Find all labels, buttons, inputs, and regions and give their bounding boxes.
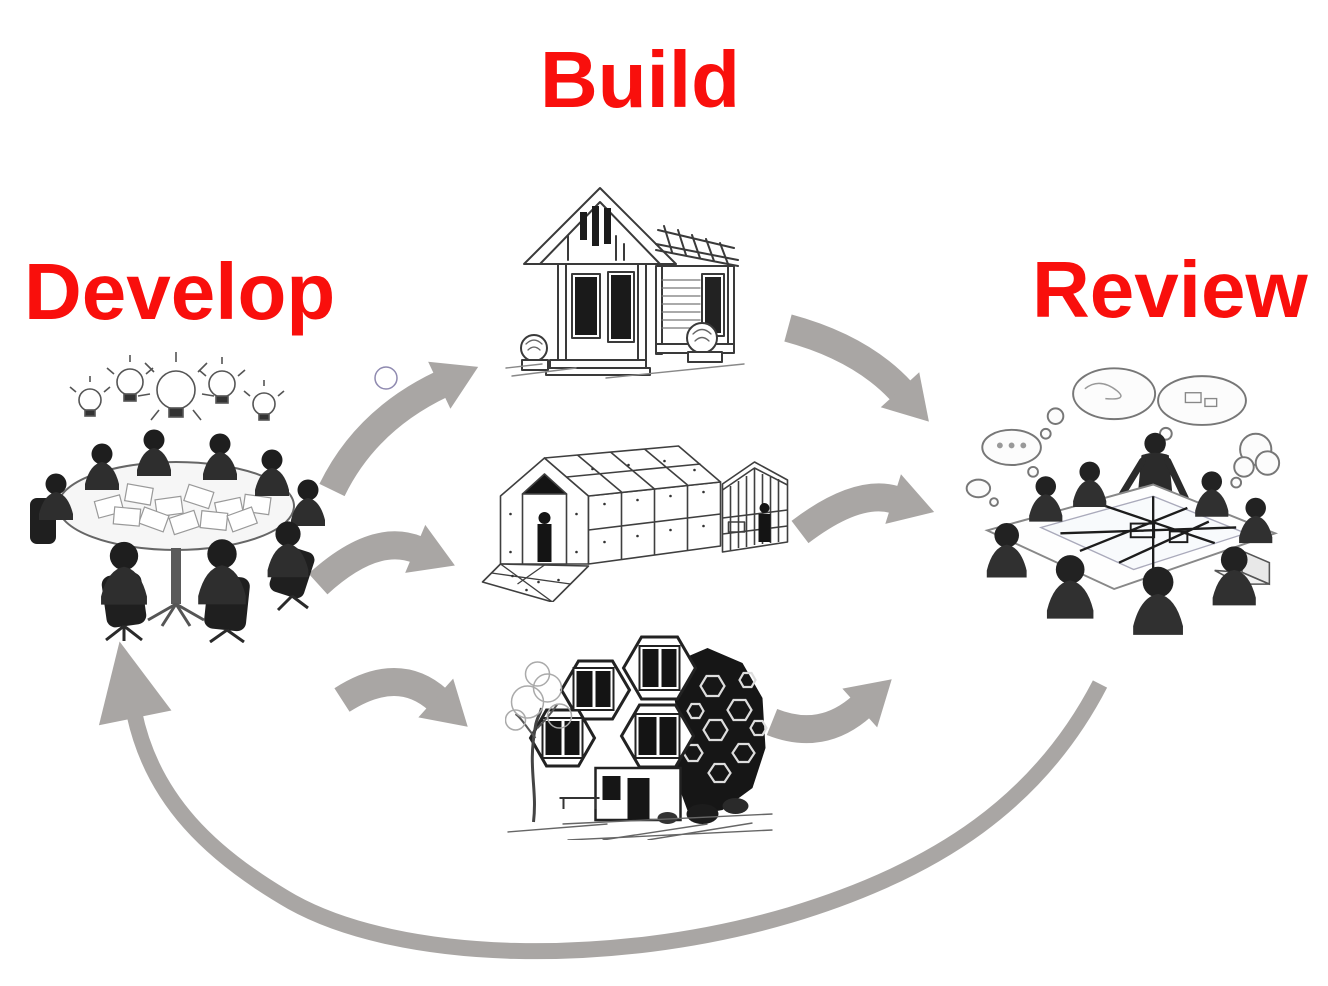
build-modular-shed-illustration bbox=[481, 445, 789, 602]
lightbulbs-icon bbox=[69, 352, 285, 421]
hex-windows bbox=[541, 645, 681, 759]
arrow-modular-shed-to-review bbox=[791, 474, 935, 544]
arrow-review-to-develop bbox=[98, 641, 1108, 960]
arrow-develop-to-modular-shed bbox=[308, 524, 455, 595]
honeycomb-cells bbox=[682, 671, 768, 784]
review-illustration bbox=[965, 367, 1281, 635]
stage-label-build: Build bbox=[540, 35, 740, 124]
stage-label-review: Review bbox=[1032, 245, 1308, 334]
thought-bubbles bbox=[965, 367, 1281, 507]
develop-illustration bbox=[30, 352, 325, 643]
arrow-cabin-to-review bbox=[784, 314, 929, 422]
arrow-develop-to-hexagon-house bbox=[334, 668, 468, 727]
papers-on-table bbox=[93, 483, 272, 536]
tree bbox=[505, 661, 573, 823]
panel-bolts bbox=[509, 459, 705, 592]
stage-label-develop: Develop bbox=[24, 247, 336, 336]
arrow-develop-to-cabin bbox=[319, 361, 479, 497]
small-circle-outline bbox=[374, 366, 398, 390]
honeycomb-mass bbox=[673, 648, 766, 816]
build-hexagon-house-illustration bbox=[505, 635, 773, 840]
arrow-hexagon-house-to-review bbox=[766, 679, 892, 744]
build-cabin-illustration bbox=[505, 187, 745, 379]
